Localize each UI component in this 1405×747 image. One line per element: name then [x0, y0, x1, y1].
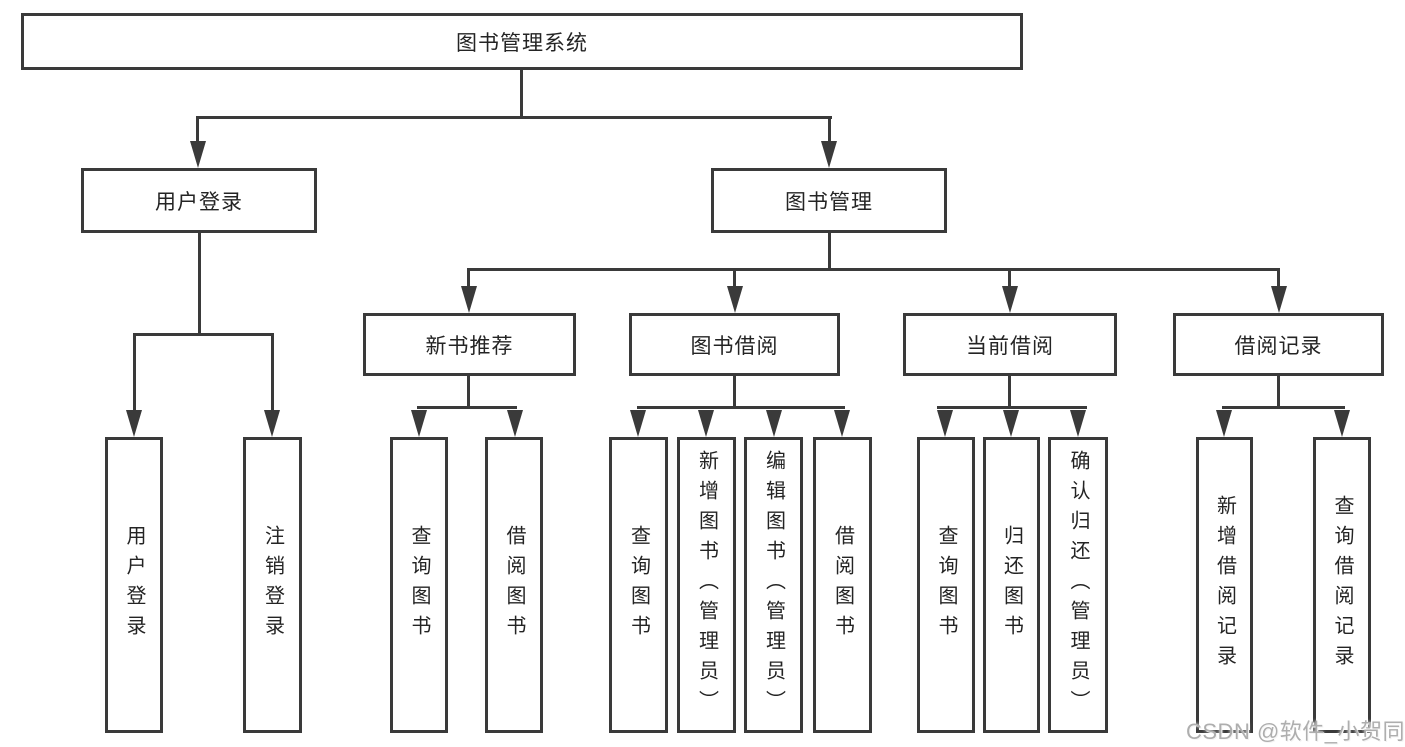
- node-new-book-recommend: 新书推荐: [363, 313, 576, 376]
- node-label: 新书推荐: [425, 334, 514, 358]
- node-label: 用户登录: [155, 190, 243, 214]
- arrow-down-icon: [937, 410, 953, 437]
- leaf-label: 查询图书: [935, 525, 957, 645]
- node-book-borrow: 图书借阅: [629, 313, 840, 376]
- arrow-down-icon: [461, 286, 477, 313]
- connector-drop-user-login: [196, 116, 199, 146]
- node-user-login: 用户登录: [81, 168, 317, 233]
- connector-drop-leaf: [133, 333, 136, 413]
- arrow-down-icon: [1216, 410, 1232, 437]
- arrow-down-icon: [1334, 410, 1350, 437]
- leaf-label: 查询借阅记录: [1331, 495, 1353, 675]
- connector-drop-book-borrow: [733, 268, 736, 290]
- leaf-label: 注销登录: [261, 525, 284, 645]
- leaf-user-login: 用户登录: [105, 437, 163, 733]
- node-label: 当前借阅: [966, 334, 1054, 358]
- arrow-down-icon: [507, 410, 523, 437]
- leaf-add-borrow-record: 新增借阅记录: [1196, 437, 1253, 733]
- leaf-query-borrow-record: 查询借阅记录: [1313, 437, 1371, 733]
- connector-user-login-stem: [198, 233, 201, 336]
- node-label: 图书管理系统: [456, 31, 588, 55]
- node-root-library-system: 图书管理系统: [21, 13, 1023, 70]
- connector-new-books-stem: [467, 376, 470, 409]
- connector-root-stem: [520, 69, 523, 119]
- leaf-label: 编辑图书（管理员）: [762, 450, 785, 720]
- leaf-label: 新增图书（管理员）: [695, 450, 718, 720]
- connector-drop-book-mgmt: [828, 116, 831, 146]
- arrow-down-icon: [1003, 410, 1019, 437]
- arrow-down-icon: [1002, 286, 1018, 313]
- connector-level2-branch: [468, 268, 1280, 271]
- arrow-down-icon: [1271, 286, 1287, 313]
- leaf-add-books-admin: 新增图书（管理员）: [677, 437, 736, 733]
- connector-drop-current-borrow: [1008, 268, 1011, 290]
- leaf-query-books-borrow: 查询图书: [609, 437, 668, 733]
- leaf-logout: 注销登录: [243, 437, 302, 733]
- leaf-query-books-recommend: 查询图书: [390, 437, 448, 733]
- connector-current-borrow-branch: [937, 406, 1087, 409]
- node-label: 图书管理: [785, 190, 873, 214]
- arrow-down-icon: [821, 141, 837, 168]
- connector-drop-leaf: [271, 333, 274, 413]
- leaf-label: 用户登录: [123, 525, 145, 645]
- node-label: 图书借阅: [690, 334, 779, 358]
- connector-book-borrow-branch: [637, 406, 845, 409]
- leaf-borrow-books-recommend: 借阅图书: [485, 437, 543, 733]
- leaf-label: 查询图书: [408, 525, 430, 645]
- leaf-label: 新增借阅记录: [1213, 495, 1236, 675]
- connector-level1-branch: [196, 116, 832, 119]
- node-current-borrow: 当前借阅: [903, 313, 1117, 376]
- connector-user-login-branch: [133, 333, 274, 336]
- connector-drop-new-books: [467, 268, 470, 290]
- arrow-down-icon: [190, 141, 206, 168]
- node-book-management: 图书管理: [711, 168, 947, 233]
- leaf-label: 借阅图书: [831, 525, 854, 645]
- arrow-down-icon: [834, 410, 850, 437]
- arrow-down-icon: [126, 410, 142, 437]
- leaf-return-books: 归还图书: [983, 437, 1040, 733]
- arrow-down-icon: [411, 410, 427, 437]
- arrow-down-icon: [766, 410, 782, 437]
- arrow-down-icon: [264, 410, 280, 437]
- node-borrow-records: 借阅记录: [1173, 313, 1384, 376]
- connector-drop-borrow-records: [1277, 268, 1280, 290]
- arrow-down-icon: [727, 286, 743, 313]
- leaf-confirm-return-admin: 确认归还（管理员）: [1048, 437, 1108, 733]
- arrow-down-icon: [698, 410, 714, 437]
- connector-book-borrow-stem: [733, 376, 736, 409]
- connector-borrow-records-branch: [1222, 406, 1345, 409]
- leaf-label: 归还图书: [1000, 525, 1023, 645]
- node-label: 借阅记录: [1234, 334, 1323, 358]
- csdn-watermark: CSDN @软件_小贺同学: [1186, 719, 1405, 744]
- connector-borrow-records-stem: [1277, 375, 1280, 409]
- leaf-label: 借阅图书: [503, 525, 525, 645]
- connector-book-mgmt-stem: [828, 233, 831, 271]
- leaf-query-books-current: 查询图书: [917, 437, 975, 733]
- arrow-down-icon: [1070, 410, 1086, 437]
- arrow-down-icon: [630, 410, 646, 437]
- leaf-borrow-books: 借阅图书: [813, 437, 872, 733]
- connector-new-books-branch: [417, 406, 517, 409]
- connector-current-borrow-stem: [1008, 376, 1011, 409]
- leaf-edit-books-admin: 编辑图书（管理员）: [744, 437, 803, 733]
- leaf-label: 查询图书: [627, 525, 650, 645]
- leaf-label: 确认归还（管理员）: [1067, 450, 1089, 720]
